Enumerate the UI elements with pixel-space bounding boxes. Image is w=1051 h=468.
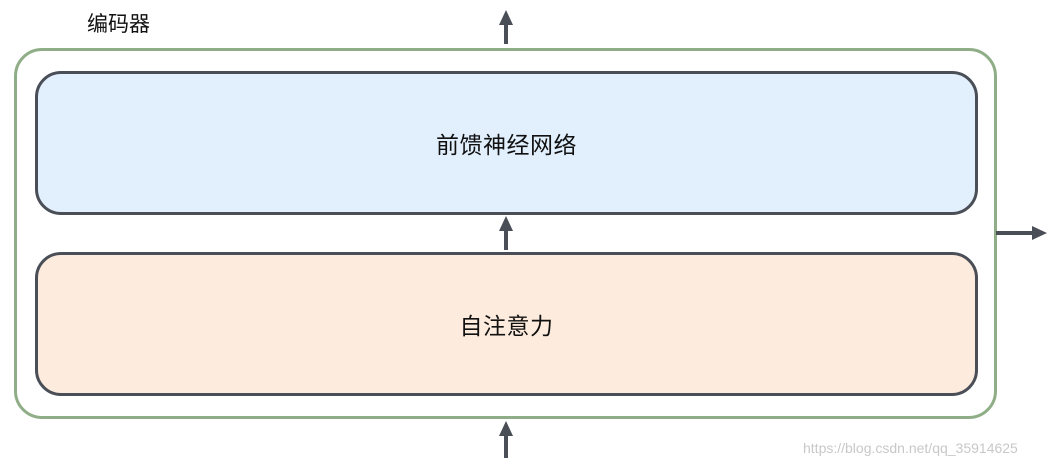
watermark: https://blog.csdn.net/qq_35914625 — [803, 440, 1018, 456]
right-output-arrow — [996, 226, 1047, 240]
feed-forward-label: 前馈神经网络 — [436, 133, 577, 159]
self-attention-label: 自注意力 — [459, 314, 554, 340]
encoder-frame — [14, 48, 997, 419]
bottom-input-arrow — [499, 421, 513, 458]
encoder-title: 编码器 — [87, 12, 150, 36]
self-attention-box: 自注意力 — [35, 252, 978, 396]
feed-forward-box: 前馈神经网络 — [35, 71, 978, 215]
top-output-arrow — [499, 10, 513, 44]
